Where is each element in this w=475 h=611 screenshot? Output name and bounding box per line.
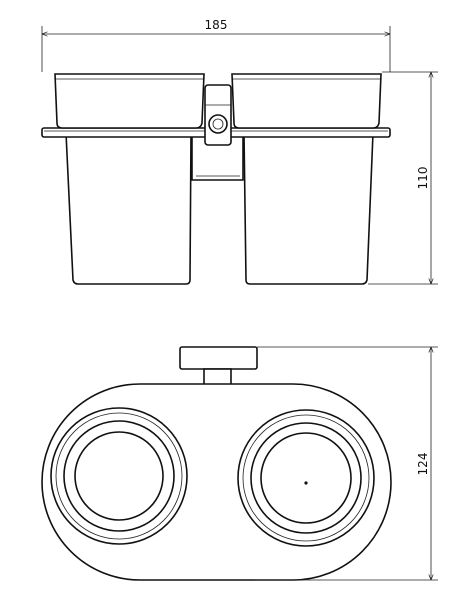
dimension-height-label: 110 (416, 167, 430, 190)
top-view: 124 (41, 346, 438, 581)
wall-mount-block (191, 133, 244, 181)
dimension-depth: 124 (255, 346, 438, 581)
center-screw (208, 114, 228, 134)
right-tumbler-body (243, 132, 374, 285)
left-cup-ring (50, 407, 188, 545)
dimension-width: 185 (41, 18, 391, 72)
dimension-height: 110 (368, 71, 438, 285)
front-view: 185 110 (41, 18, 438, 285)
right-cup-rim (231, 73, 382, 129)
center-mark (304, 481, 308, 485)
left-cup-rim (54, 73, 205, 129)
left-tumbler-body (65, 132, 192, 285)
right-cup-ring (237, 409, 375, 547)
dimension-depth-label: 124 (416, 453, 430, 476)
dimension-width-label: 185 (205, 18, 228, 32)
wall-plate (179, 346, 258, 370)
